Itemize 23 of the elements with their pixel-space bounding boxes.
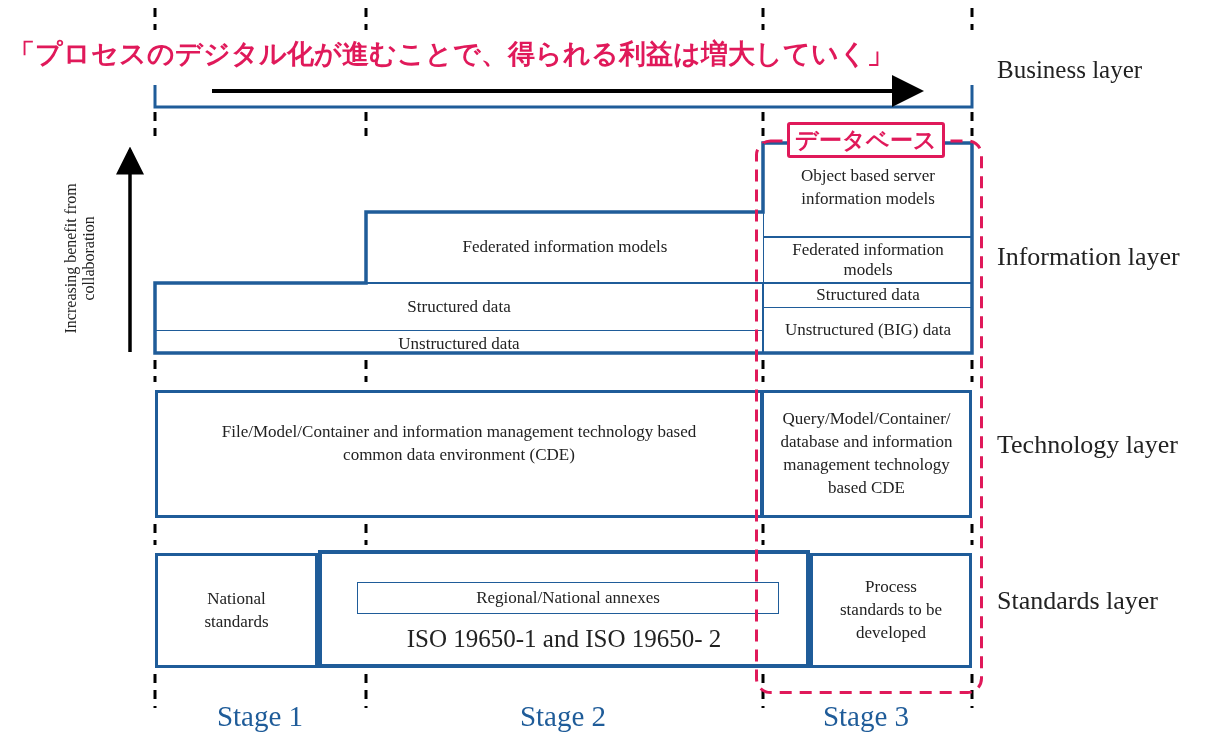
layer-label: Standards layer	[997, 586, 1158, 616]
technology-box: File/Model/Container and information management technology based common data environment (CDE)	[155, 390, 763, 518]
info-band: Federated information models	[763, 237, 972, 283]
info-band: Unstructured (BIG) data	[763, 307, 972, 353]
title: 「プロセスのデジタル化が進むことで、得られる利益は増大していく」	[8, 37, 894, 71]
info-band: Federated information models	[366, 212, 763, 283]
annex-box: Regional/National annexes	[357, 582, 779, 614]
axis-label: Increasing benefit from collaboration	[61, 182, 98, 336]
info-band: Unstructured data	[155, 330, 763, 353]
box-heading: ISO 19650-1 and ISO 19650- 2	[405, 624, 723, 654]
technology-box: Query/Model/Container/ database and information management technology based CDE	[763, 390, 972, 518]
dashed-frame	[755, 122, 983, 694]
layer-label: Information layer	[997, 242, 1180, 272]
layer-label: Technology layer	[997, 430, 1178, 460]
layer-label: Business layer	[997, 56, 1143, 84]
tag-label: データベース	[787, 122, 945, 158]
info-band: Structured data	[763, 283, 972, 307]
stage-label: Stage 1	[215, 700, 305, 733]
standards-box	[318, 550, 810, 668]
standards-box: Process standards to be developed	[810, 553, 972, 668]
stage-label: Stage 2	[518, 700, 608, 733]
standards-box: National standards	[155, 553, 318, 668]
stage-label: Stage 3	[821, 700, 911, 733]
